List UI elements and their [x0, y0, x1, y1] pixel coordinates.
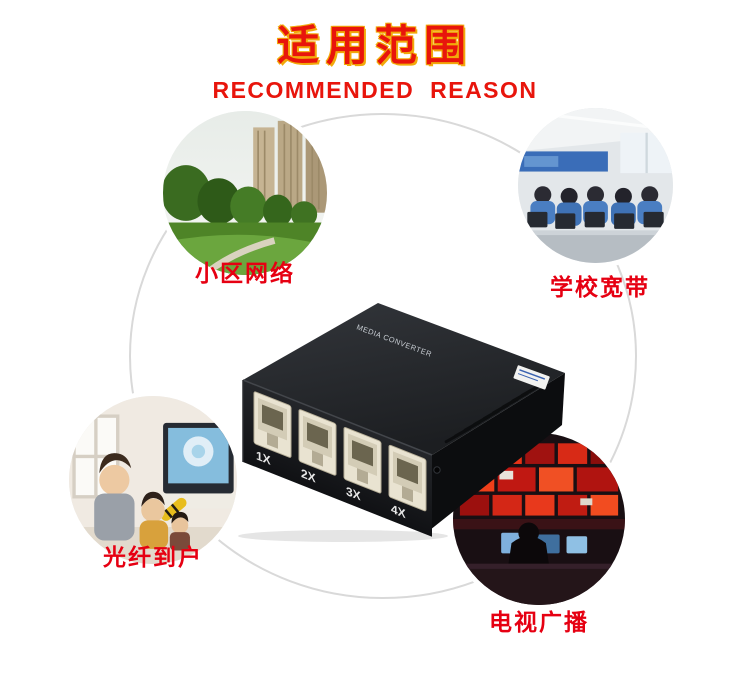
desk	[453, 563, 625, 605]
desk	[518, 230, 673, 263]
label-fiber-to-home: 光纤到户	[103, 544, 203, 570]
television	[159, 422, 237, 509]
media-converter-device: MEDIA CONVERTER	[228, 295, 573, 543]
page-subtitle: RECOMMENDED REASON	[212, 77, 538, 103]
school-photo-art	[518, 108, 673, 263]
label-community-network: 小区网络	[195, 260, 295, 286]
label-tv-broadcast: 电视广播	[489, 609, 589, 635]
header: 适用范围 RECOMMENDED REASON	[0, 12, 750, 104]
label-school-broadband: 学校宽带	[550, 274, 650, 300]
device-art: MEDIA CONVERTER	[238, 303, 565, 542]
device-shadow	[238, 530, 448, 542]
mother	[94, 453, 135, 541]
page-title: 适用范围	[276, 22, 473, 69]
screw-hole	[433, 466, 441, 474]
photo-school-broadband	[513, 103, 678, 268]
community-photo-art	[163, 111, 327, 275]
